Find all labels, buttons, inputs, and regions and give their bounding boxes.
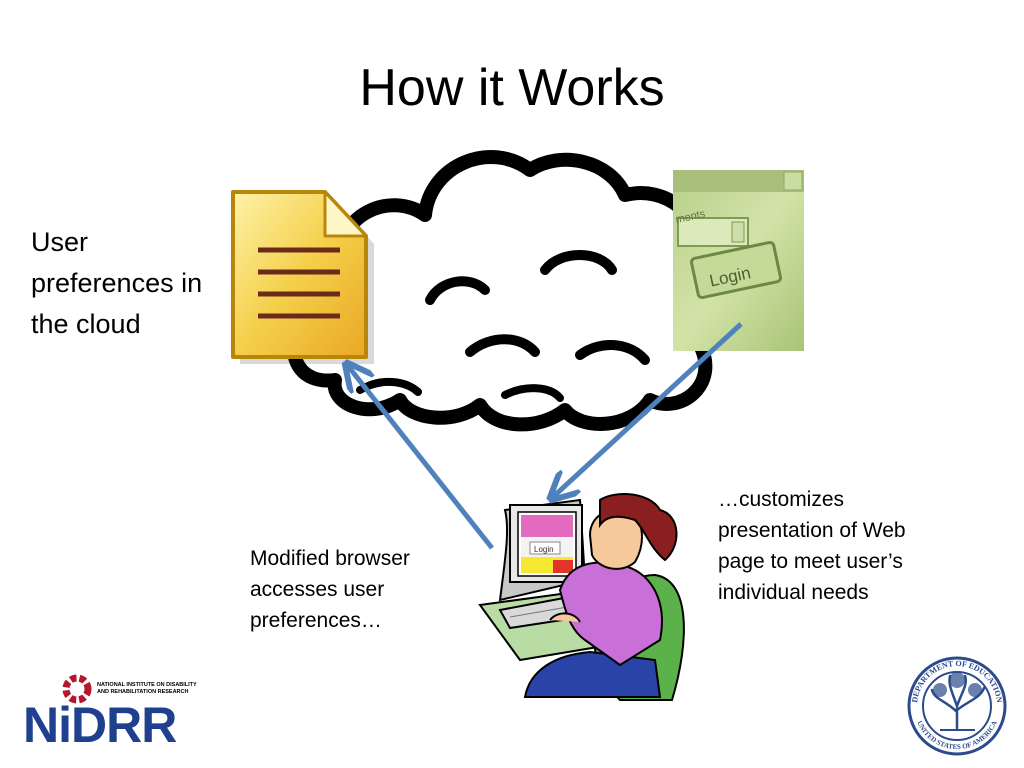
caption-line: presentation of Web	[718, 519, 906, 542]
arrow-to-preferences	[348, 366, 494, 550]
caption-line: preferences…	[250, 609, 382, 632]
label-line: preferences in	[31, 268, 203, 298]
nidrr-logo: NATIONAL INSTITUTE ON DISABILITY AND REH…	[23, 674, 197, 753]
nidrr-small-text: AND REHABILITATION RESEARCH	[97, 689, 188, 695]
caption-line: accesses user	[250, 578, 385, 601]
caption-line: page to meet user’s	[718, 550, 903, 573]
login-screenshot-image: Login ments	[673, 170, 804, 351]
caption-line: individual needs	[718, 581, 869, 604]
monitor-login-label: Login	[534, 545, 554, 554]
label-line: the cloud	[31, 309, 141, 339]
person-at-computer-icon: Login	[478, 493, 685, 701]
caption-line: Modified browser	[250, 547, 410, 570]
arrow-to-browser	[553, 322, 743, 497]
document-icon	[231, 190, 374, 364]
label-line: User	[31, 227, 89, 257]
cloud-preferences-label: User preferences in the cloud	[31, 222, 241, 345]
slide-title: How it Works	[359, 59, 665, 117]
cloud-icon	[280, 150, 732, 432]
nidrr-small-text: NATIONAL INSTITUTE ON DISABILITY	[97, 682, 197, 688]
caption-line: …customizes	[718, 488, 845, 511]
browser-caption: Modified browser accesses user preferenc…	[250, 543, 460, 636]
customize-caption: …customizes presentation of Web page to …	[718, 484, 958, 608]
department-of-education-seal: DEPARTMENT OF EDUCATION UNITED STATES OF…	[907, 656, 1007, 756]
nidrr-logo-text: NiDRR	[23, 697, 177, 753]
